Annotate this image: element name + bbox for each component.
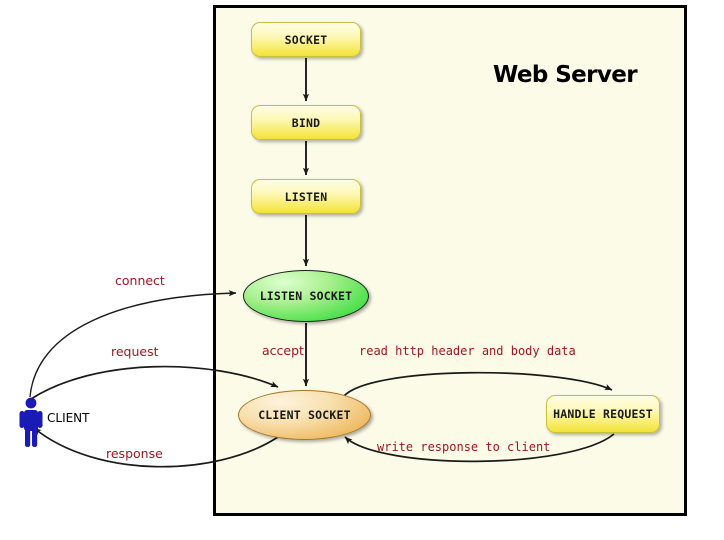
- node-handle-request-label: HANDLE REQUEST: [553, 407, 653, 421]
- node-socket-label: SOCKET: [284, 32, 328, 47]
- node-listen-socket[interactable]: LISTEN SOCKET: [243, 270, 369, 322]
- node-listen-socket-label: LISTEN SOCKET: [259, 289, 353, 303]
- page-title: Web Server: [492, 62, 638, 88]
- node-listen[interactable]: LISTEN: [251, 179, 361, 214]
- node-client-socket-label: CLIENT SOCKET: [258, 408, 351, 422]
- client-actor-icon: [19, 397, 43, 447]
- node-socket[interactable]: SOCKET: [251, 22, 361, 57]
- edge-label-request: request: [111, 344, 159, 359]
- node-handle-request[interactable]: HANDLE REQUEST: [546, 395, 660, 433]
- node-client-socket[interactable]: CLIENT SOCKET: [238, 390, 371, 440]
- node-bind-label: BIND: [291, 115, 321, 130]
- edge-label-read-http: read http header and body data: [359, 344, 576, 358]
- edge-label-connect: connect: [115, 273, 165, 288]
- edge-label-write-response: write response to client: [377, 440, 551, 454]
- node-bind[interactable]: BIND: [251, 105, 361, 140]
- edge-label-accept: accept: [262, 343, 304, 358]
- node-listen-label: LISTEN: [284, 189, 328, 204]
- edge-label-response: response: [106, 446, 163, 461]
- node-client-label: CLIENT: [47, 411, 90, 425]
